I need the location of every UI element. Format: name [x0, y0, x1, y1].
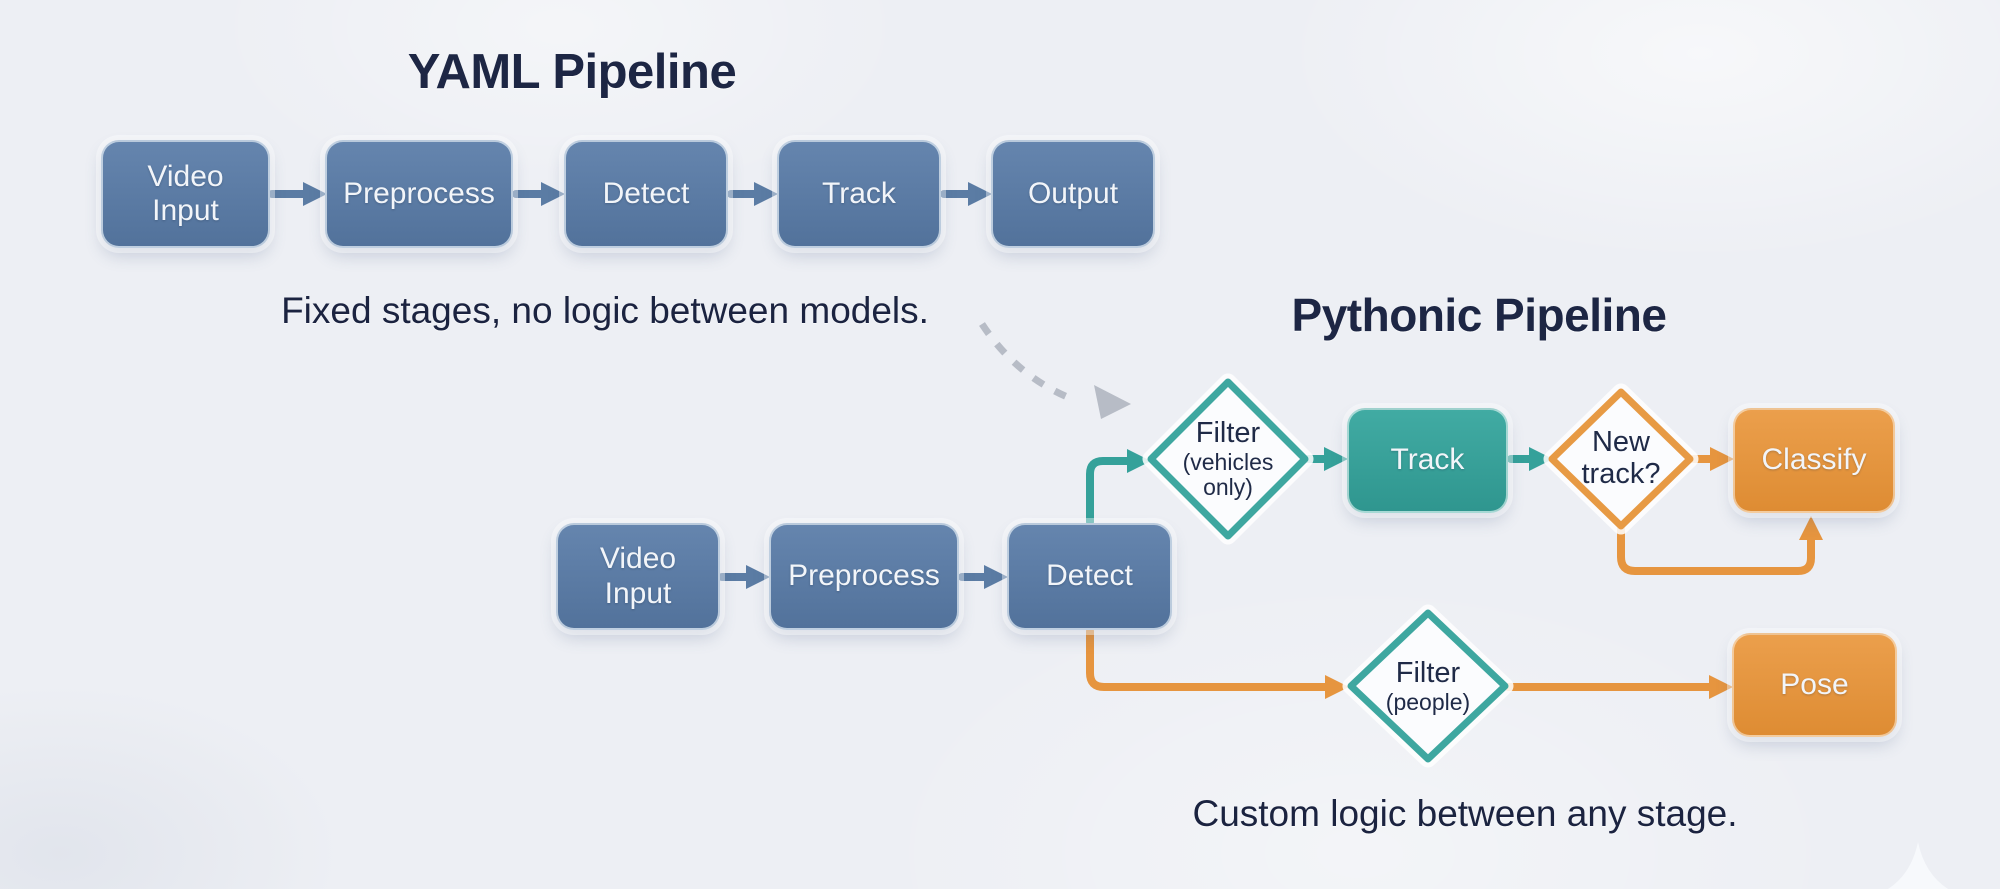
pythonic-classify-label: Classify — [1761, 443, 1867, 477]
pythonic-pose-node: Pose — [1732, 633, 1897, 737]
orange-arrow-newtrack-classify — [1689, 447, 1734, 471]
pythonic-stage-preprocess: Preprocess — [769, 523, 959, 630]
filter-people-sublabel: (people) — [1385, 688, 1471, 715]
pythonic-track-label: Track — [1390, 443, 1465, 477]
yaml-stage-detect: Detect — [564, 140, 728, 248]
yaml-pipeline-title: YAML Pipeline — [407, 45, 737, 99]
dashed-transition-arrow — [979, 322, 1131, 419]
pythonic-track-node: Track — [1347, 408, 1508, 513]
yaml-stage-track: Track — [777, 140, 941, 248]
orange-arrow-filterpeople-pose — [1504, 675, 1733, 699]
new-track-text: New track? — [1561, 400, 1681, 518]
teal-arrow-detect-filter — [1086, 449, 1151, 526]
yaml-pipeline-caption: Fixed stages, no logic between models. — [281, 290, 929, 331]
pythonic-arrow-preprocess-detect — [958, 565, 1008, 589]
teal-arrow-filter-track — [1304, 447, 1348, 471]
new-track-diamond — [1543, 383, 1699, 535]
yaml-arrow-detect-track — [727, 182, 778, 206]
pythonic-classify-node: Classify — [1733, 408, 1895, 513]
pythonic-pipeline-caption: Custom logic between any stage. — [1192, 793, 1738, 834]
pythonic-pipeline-title: Pythonic Pipeline — [1291, 289, 1667, 341]
pythonic-pose-label: Pose — [1780, 667, 1849, 701]
filter-vehicles-diamond — [1142, 373, 1314, 545]
yaml-stage-detect-label: Detect — [602, 176, 690, 210]
filter-people-label: Filter — [1395, 656, 1461, 689]
yaml-arrow-videoinput-preprocess — [268, 182, 327, 206]
yaml-stage-video-input-label: Video Input — [147, 159, 224, 228]
pythonic-stage-detect: Detect — [1007, 523, 1172, 630]
yaml-arrow-preprocess-detect — [512, 182, 565, 206]
new-track-label: New track? — [1581, 426, 1661, 490]
yaml-stage-video-input: Video Input — [101, 140, 270, 248]
pythonic-stage-video-input-label: Video Input — [599, 542, 677, 610]
filter-vehicles-text: Filter (vehicles only) — [1158, 398, 1298, 520]
yaml-stage-output-label: Output — [1027, 176, 1119, 210]
yaml-stage-preprocess-label: Preprocess — [343, 176, 495, 210]
teal-arrow-track-newtrack — [1507, 447, 1553, 471]
filter-vehicles-sublabel: (vehicles only) — [1182, 449, 1274, 500]
pythonic-stage-detect-label: Detect — [1046, 559, 1133, 593]
pythonic-stage-preprocess-label: Preprocess — [788, 559, 940, 593]
yaml-stage-output: Output — [991, 140, 1155, 248]
orange-loop-newtrack-classify — [1617, 516, 1823, 575]
filter-vehicles-label: Filter — [1195, 417, 1261, 450]
filter-people-text: Filter (people) — [1358, 628, 1498, 744]
pythonic-arrow-videoinput-preprocess — [718, 565, 770, 589]
sparkle-watermark-icon — [1887, 842, 1949, 889]
yaml-stage-track-label: Track — [822, 176, 896, 210]
pythonic-stage-video-input: Video Input — [556, 523, 720, 630]
yaml-arrow-track-output — [940, 182, 992, 206]
yaml-stage-preprocess: Preprocess — [325, 140, 513, 248]
orange-arrow-detect-filterpeople — [1086, 627, 1349, 699]
filter-people-diamond — [1342, 604, 1514, 768]
